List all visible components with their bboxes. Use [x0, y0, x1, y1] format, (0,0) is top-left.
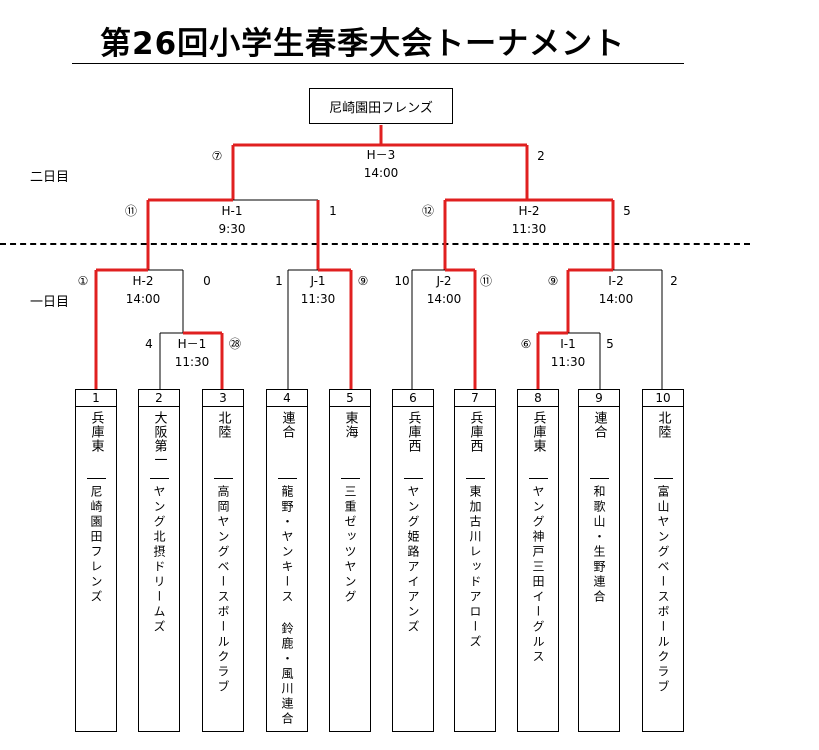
- match-r1a-left-score: ①: [78, 274, 89, 288]
- match-r1c-right-score: ⑪: [480, 274, 492, 288]
- team-club-name: 東加古川レッドアローズ: [468, 485, 482, 650]
- champion-box: 尼崎園田フレンズ: [309, 88, 453, 124]
- team-prefecture: 北陸: [653, 407, 673, 479]
- match-r1c-time: 14:00: [427, 292, 462, 306]
- match-r0a-left-score: 4: [145, 337, 153, 351]
- match-semi-left-label: H-1: [222, 204, 243, 218]
- match-r1d-right-score: 2: [670, 274, 678, 288]
- team-seed: 9: [579, 390, 619, 407]
- team-club-name: 龍野・ヤンキース 鈴鹿・風川連合: [280, 485, 294, 727]
- match-r1c-label: J-2: [435, 274, 451, 288]
- team-seed: 6: [393, 390, 433, 407]
- day-divider: [0, 243, 750, 245]
- title-underline: [72, 63, 684, 64]
- team-club-name: ヤング北摂ドリームズ: [152, 485, 166, 635]
- team-prefecture: 兵庫西: [465, 407, 485, 479]
- match-semi-right-time: 11:30: [512, 222, 547, 236]
- day1-label: 一日目: [30, 295, 70, 310]
- team-box-1: 1 兵庫東 尼崎園田フレンズ: [75, 389, 117, 732]
- team-box-7: 7 兵庫西 東加古川レッドアローズ: [454, 389, 496, 732]
- match-r0b-time: 11:30: [551, 355, 586, 369]
- team-seed: 4: [267, 390, 307, 407]
- match-r1d-time: 14:00: [599, 292, 634, 306]
- team-club-name: 高岡ヤングベースボールクラブ: [216, 485, 230, 695]
- match-semi-right-label: H-2: [519, 204, 540, 218]
- team-club-name: 富山ヤングベースボールクラブ: [656, 485, 670, 695]
- match-final-time: 14:00: [364, 166, 399, 180]
- match-semi-left-right-score: 1: [329, 204, 337, 218]
- team-box-2: 2 大阪第一 ヤング北摂ドリームズ: [138, 389, 180, 732]
- team-club-name: 和歌山・生野連合: [592, 485, 606, 605]
- team-prefecture: 連合: [589, 407, 609, 479]
- match-semi-right-left-score: ⑫: [422, 204, 434, 218]
- team-prefecture: 兵庫東: [86, 407, 106, 479]
- match-r1d-left-score: ⑨: [548, 274, 559, 288]
- match-r0b-right-score: 5: [606, 337, 614, 351]
- match-r1a-label: H-2: [133, 274, 154, 288]
- match-r1a-right-score: 0: [203, 274, 211, 288]
- match-r1b-left-score: 1: [275, 274, 283, 288]
- match-r1d-label: I-2: [608, 274, 624, 288]
- team-prefecture: 大阪第一: [149, 407, 169, 479]
- team-seed: 10: [643, 390, 683, 407]
- match-r0b-label: I-1: [560, 337, 576, 351]
- team-seed: 2: [139, 390, 179, 407]
- match-final-label: H－3: [367, 148, 396, 162]
- team-seed: 7: [455, 390, 495, 407]
- team-prefecture: 北陸: [213, 407, 233, 479]
- team-prefecture: 東海: [340, 407, 360, 479]
- match-r1b-label: J-1: [309, 274, 325, 288]
- match-r0a-label: H－1: [178, 337, 207, 351]
- match-r0a-time: 11:30: [175, 355, 210, 369]
- match-r1a-time: 14:00: [126, 292, 161, 306]
- team-box-5: 5 東海 三重ゼッツヤング: [329, 389, 371, 732]
- team-seed: 3: [203, 390, 243, 407]
- team-prefecture: 兵庫東: [528, 407, 548, 479]
- day2-label: 二日目: [30, 170, 70, 185]
- match-r0a-right-score: ㉘: [229, 337, 241, 351]
- team-box-4: 4 連合 龍野・ヤンキース 鈴鹿・風川連合: [266, 389, 308, 732]
- team-club-name: ヤング姫路アイアンズ: [406, 485, 420, 635]
- team-club-name: 三重ゼッツヤング: [343, 485, 357, 605]
- match-r1c-left-score: 10: [394, 274, 409, 288]
- team-box-10: 10 北陸 富山ヤングベースボールクラブ: [642, 389, 684, 732]
- team-club-name: ヤング神戸三田イーグルス: [531, 485, 545, 665]
- team-seed: 1: [76, 390, 116, 407]
- match-final-right-score: 2: [537, 149, 545, 163]
- match-semi-left-left-score: ⑪: [125, 204, 137, 218]
- team-seed: 8: [518, 390, 558, 407]
- match-semi-left-time: 9:30: [219, 222, 246, 236]
- team-box-6: 6 兵庫西 ヤング姫路アイアンズ: [392, 389, 434, 732]
- team-club-name: 尼崎園田フレンズ: [89, 485, 103, 605]
- match-r1b-time: 11:30: [301, 292, 336, 306]
- team-box-3: 3 北陸 高岡ヤングベースボールクラブ: [202, 389, 244, 732]
- match-semi-right-right-score: 5: [623, 204, 631, 218]
- page-title: 第26回小学生春季大会トーナメント: [100, 26, 626, 62]
- team-box-9: 9 連合 和歌山・生野連合: [578, 389, 620, 732]
- team-prefecture: 連合: [277, 407, 297, 479]
- match-final-left-score: ⑦: [212, 149, 223, 163]
- team-prefecture: 兵庫西: [403, 407, 423, 479]
- team-seed: 5: [330, 390, 370, 407]
- match-r1b-right-score: ⑨: [358, 274, 369, 288]
- match-r0b-left-score: ⑥: [521, 337, 532, 351]
- team-box-8: 8 兵庫東 ヤング神戸三田イーグルス: [517, 389, 559, 732]
